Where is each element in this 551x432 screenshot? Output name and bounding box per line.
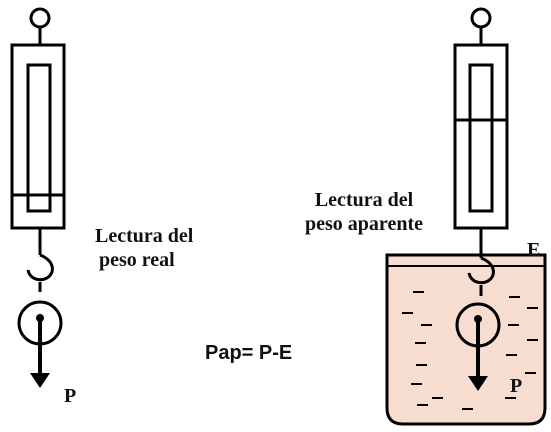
right-weight-label: P bbox=[510, 375, 523, 397]
left-spring-scale bbox=[10, 7, 66, 346]
left-weight-arrow bbox=[30, 314, 50, 388]
right-caption: Lectura del peso aparente bbox=[289, 188, 439, 236]
right-top-ring bbox=[470, 7, 492, 29]
left-scale-inner-tube bbox=[26, 63, 52, 213]
left-caption-line2: peso real bbox=[99, 249, 175, 271]
right-weight-arrow bbox=[468, 315, 488, 391]
right-scale-outer-frame bbox=[453, 43, 509, 230]
container-outline bbox=[385, 253, 547, 426]
right-spring-scale bbox=[453, 7, 509, 348]
right-scale-inner-tube bbox=[468, 63, 494, 213]
liquid-fill bbox=[387, 255, 545, 424]
left-caption: Lectura del peso real bbox=[95, 224, 193, 272]
buoyancy-label: E bbox=[527, 239, 541, 261]
right-hook bbox=[467, 256, 495, 285]
left-weight-label: P bbox=[64, 385, 77, 407]
left-top-ring bbox=[29, 7, 51, 29]
right-caption-line2: peso aparente bbox=[305, 213, 423, 235]
left-caption-line1: Lectura del bbox=[95, 225, 194, 247]
liquid-dashes bbox=[402, 291, 538, 410]
left-hook bbox=[26, 253, 54, 282]
right-caption-line1: Lectura del bbox=[314, 189, 414, 211]
left-scale-outer-frame bbox=[10, 43, 66, 230]
formula-label: Pap= P-E bbox=[205, 342, 293, 364]
